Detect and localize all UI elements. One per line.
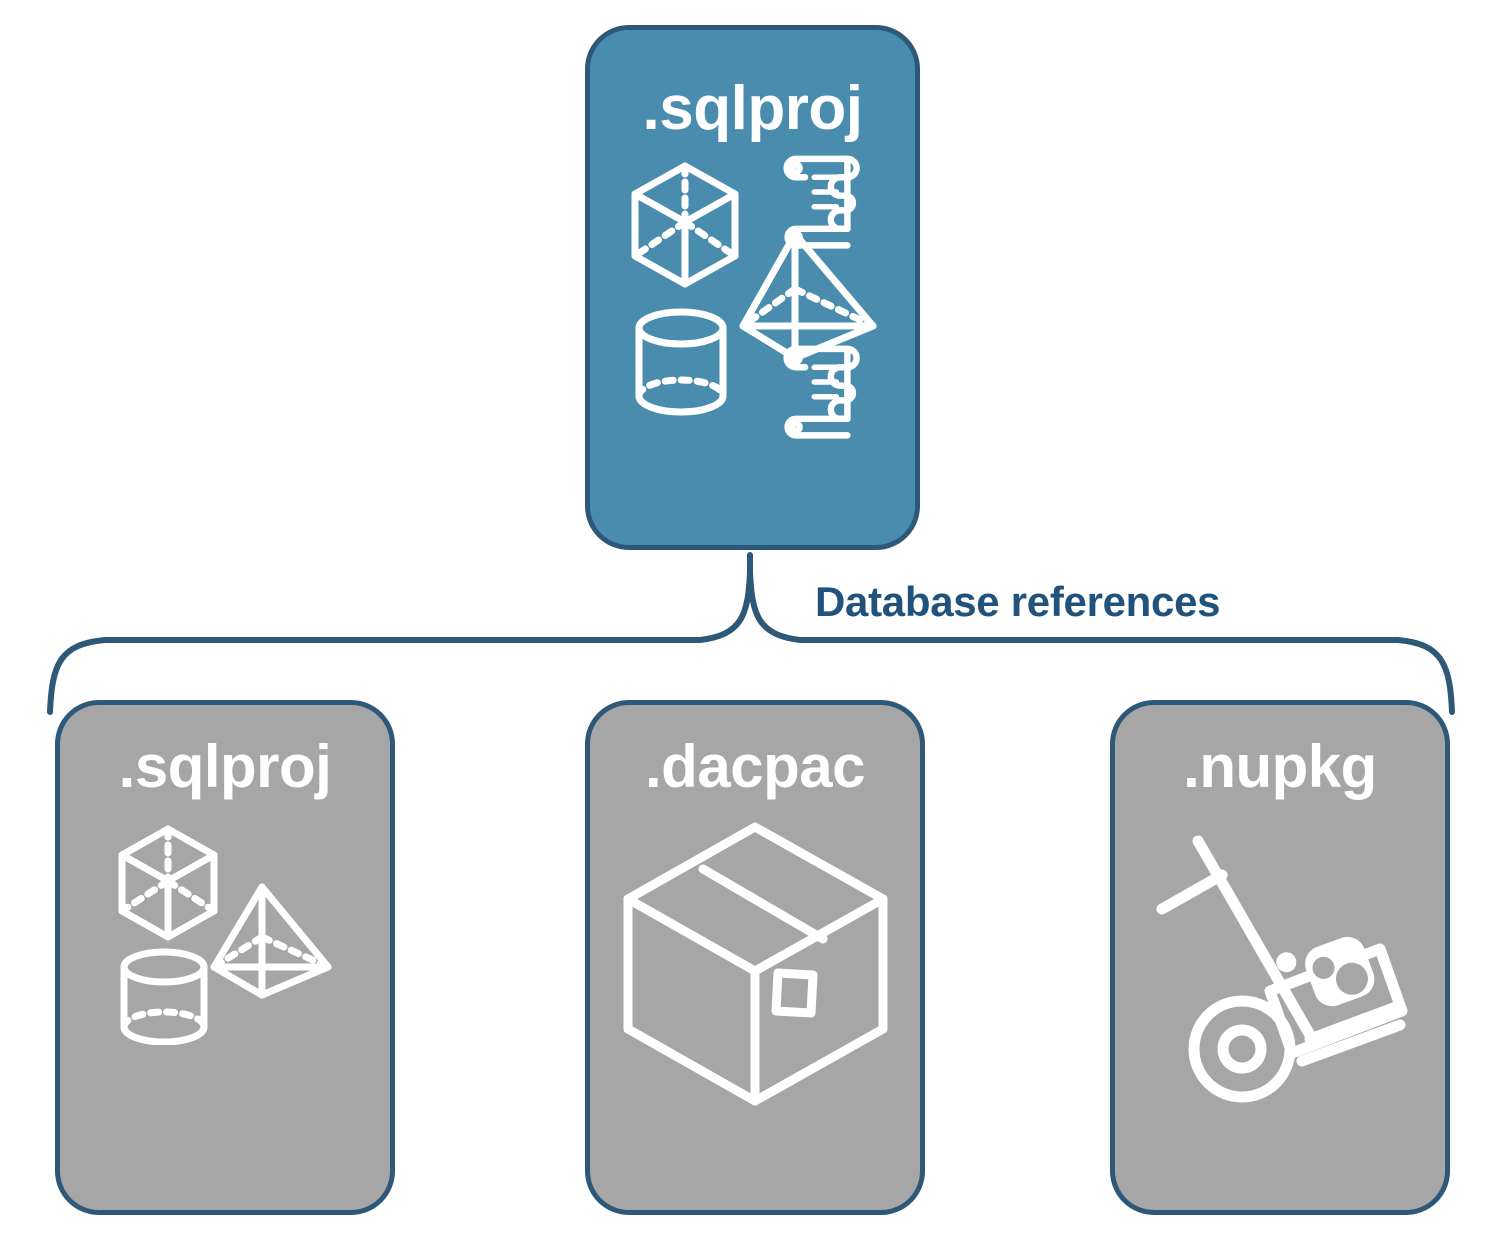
- database-references-label: Database references: [815, 578, 1221, 625]
- reference-card-nupkg[interactable]: .nupkg: [1110, 700, 1450, 1215]
- cylinder-wireframe-icon: [635, 308, 726, 416]
- reference-icon-sqlproj: [60, 797, 390, 1210]
- reference-icon-dacpac: [590, 797, 920, 1210]
- reference-icon-nupkg: [1115, 797, 1445, 1210]
- database-objects-icon: [118, 825, 332, 1045]
- pyramid-wireframe-icon: [210, 883, 332, 999]
- reference-label-nupkg: .nupkg: [1183, 733, 1377, 800]
- root-project-card[interactable]: .sqlproj: [585, 25, 920, 550]
- cylinder-wireframe-icon: [120, 948, 208, 1045]
- cube-wireframe-icon: [631, 162, 738, 288]
- reference-card-sqlproj[interactable]: .sqlproj: [55, 700, 395, 1215]
- database-objects-with-scripts-icon: [631, 155, 876, 439]
- script-scroll-icon: [782, 345, 860, 439]
- brace-left-arm: [47, 569, 753, 715]
- pyramid-wireframe-icon: [739, 230, 876, 362]
- script-scroll-icon: [782, 155, 860, 249]
- nuget-logo-icon: [1264, 936, 1408, 1059]
- cube-wireframe-icon: [118, 825, 218, 941]
- shipping-box-icon: [623, 822, 887, 1106]
- root-project-label: .sqlproj: [642, 74, 863, 143]
- package-box-icon: [623, 822, 887, 1106]
- root-project-icon-cluster: [590, 140, 915, 545]
- nuget-package-icon: [1156, 835, 1408, 1103]
- hand-truck-icon: [1156, 835, 1406, 1103]
- reference-label-sqlproj: .sqlproj: [118, 733, 332, 800]
- reference-label-dacpac: .dacpac: [645, 733, 865, 800]
- reference-card-dacpac[interactable]: .dacpac: [585, 700, 925, 1215]
